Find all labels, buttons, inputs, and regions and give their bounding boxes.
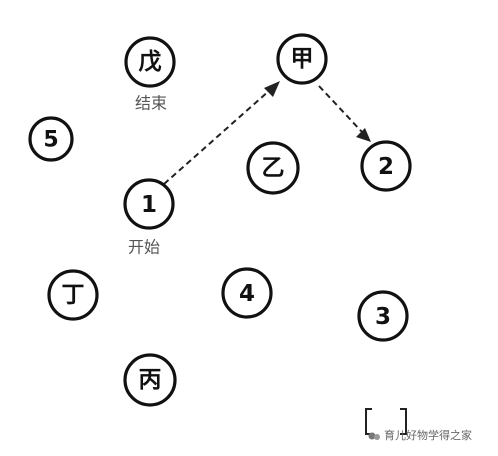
node-4: 4	[221, 267, 273, 319]
watermark-text: 育儿好物学得之家	[384, 428, 472, 442]
node-ding-label: 丁	[62, 282, 85, 308]
bracket-icon	[365, 408, 407, 435]
arrow-1-to-jia	[163, 81, 280, 185]
node-2-label: 2	[378, 154, 394, 180]
node-ding: 丁	[47, 269, 99, 321]
node-1-label: 1	[141, 192, 157, 218]
node-5-label: 5	[43, 128, 58, 153]
wechat-icon-small	[374, 434, 380, 440]
wechat-icon	[368, 432, 376, 440]
node-jia: 甲	[276, 33, 328, 85]
node-jia-label: 甲	[291, 46, 314, 72]
node-yi: 乙	[246, 141, 300, 195]
node-3: 3	[357, 290, 409, 342]
node-bing: 丙	[123, 353, 177, 407]
node-wu: 戊	[124, 36, 176, 88]
node-1: 1	[123, 178, 175, 230]
node-4-label: 4	[239, 281, 255, 307]
node-2: 2	[360, 140, 412, 192]
node-wu-label: 戊	[139, 49, 162, 75]
node-5: 5	[28, 116, 74, 162]
watermark: 育儿好物学得之家	[368, 428, 472, 442]
arrow-jia-to-2	[318, 85, 371, 142]
start-label: 开始	[128, 238, 160, 257]
node-3-label: 3	[375, 304, 391, 330]
end-label: 结束	[135, 94, 167, 113]
node-bing-label: 丙	[139, 367, 162, 393]
node-yi-label: 乙	[262, 155, 285, 181]
